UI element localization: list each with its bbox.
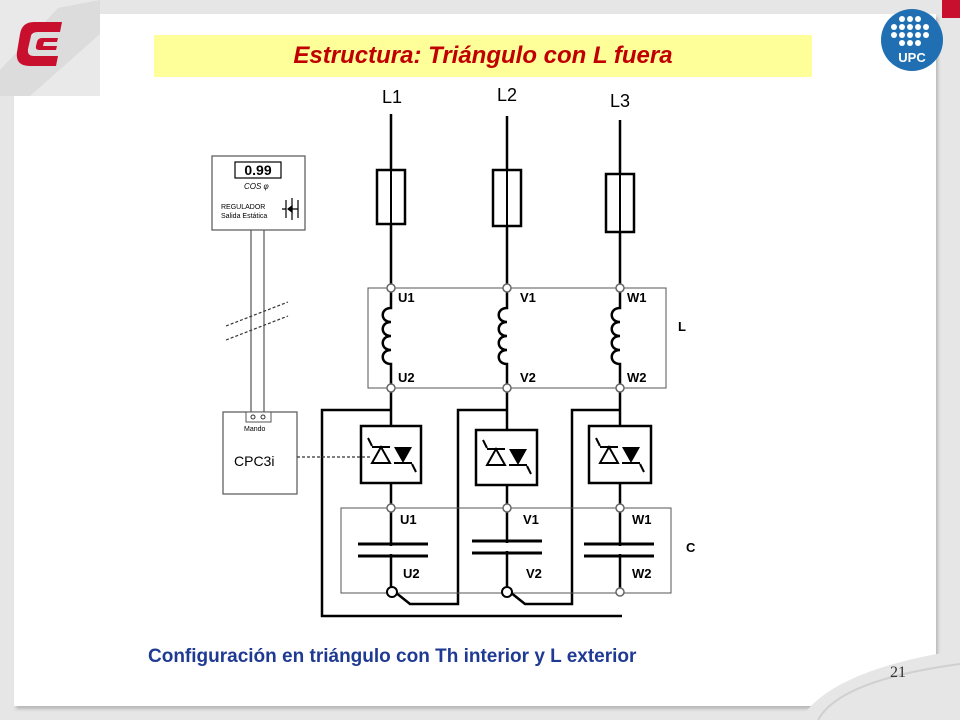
phase-label-l2: L2 xyxy=(497,85,517,105)
controller-mando-label: Mando xyxy=(244,426,266,433)
regulator-box: 0.99 COS φ REGULADOR Salida Estática xyxy=(211,155,306,231)
capacitor-block-label: C xyxy=(686,540,696,555)
coil-v xyxy=(497,288,509,388)
brand-logo-icon xyxy=(0,0,100,96)
inductor-terminal-w1: W1 xyxy=(627,290,647,305)
regulator-label: REGULADOR xyxy=(221,204,265,211)
title-bar: Estructura: Triángulo con L fuera xyxy=(154,35,812,77)
thyristor-u xyxy=(359,424,423,485)
capacitor-terminal-w2: W2 xyxy=(632,566,652,581)
capacitor-plates xyxy=(358,539,654,558)
break-marks xyxy=(225,301,289,341)
brand-logo xyxy=(0,0,100,96)
capacitor-terminal-w1: W1 xyxy=(632,512,652,527)
regulator-sublabel: Salida Estática xyxy=(221,213,267,220)
terminal-dots xyxy=(386,283,625,513)
upc-logo-text: UPC xyxy=(898,50,926,65)
capacitor-terminal-v2: V2 xyxy=(526,566,542,581)
upc-logo: UPC xyxy=(881,0,960,71)
static-switch-icon xyxy=(282,198,299,220)
page-number: 21 xyxy=(890,664,906,681)
slide-frame xyxy=(14,14,936,706)
coil-w xyxy=(610,288,622,388)
inductor-terminal-u1: U1 xyxy=(398,290,415,305)
inductor-block-label: L xyxy=(678,319,686,334)
inductor-block xyxy=(367,287,667,389)
thyristor-w xyxy=(587,424,653,485)
inductor-terminal-u2: U2 xyxy=(398,370,415,385)
inductor-terminal-v1: V1 xyxy=(520,290,536,305)
coil-u xyxy=(381,288,393,388)
regulator-cos-label: COS φ xyxy=(244,182,269,191)
capacitor-terminal-u2: U2 xyxy=(403,566,420,581)
thyristor-v xyxy=(474,428,539,487)
phase-label-l3: L3 xyxy=(610,91,630,111)
controller-name: CPC3i xyxy=(234,453,274,469)
capacitor-terminal-v1: V1 xyxy=(523,512,539,527)
controller-box: Mando CPC3i xyxy=(222,411,298,495)
corner-decoration xyxy=(800,650,960,720)
slide-caption: Configuración en triángulo con Th interi… xyxy=(148,646,637,667)
inductor-terminal-v2: V2 xyxy=(520,370,536,385)
regulator-display: 0.99 xyxy=(244,162,271,178)
capacitor-terminal-u1: U1 xyxy=(400,512,417,527)
delta-connection xyxy=(320,408,622,618)
phase-label-l1: L1 xyxy=(382,87,402,107)
slide-title: Estructura: Triángulo con L fuera xyxy=(293,42,673,69)
inductor-terminal-w2: W2 xyxy=(627,370,647,385)
